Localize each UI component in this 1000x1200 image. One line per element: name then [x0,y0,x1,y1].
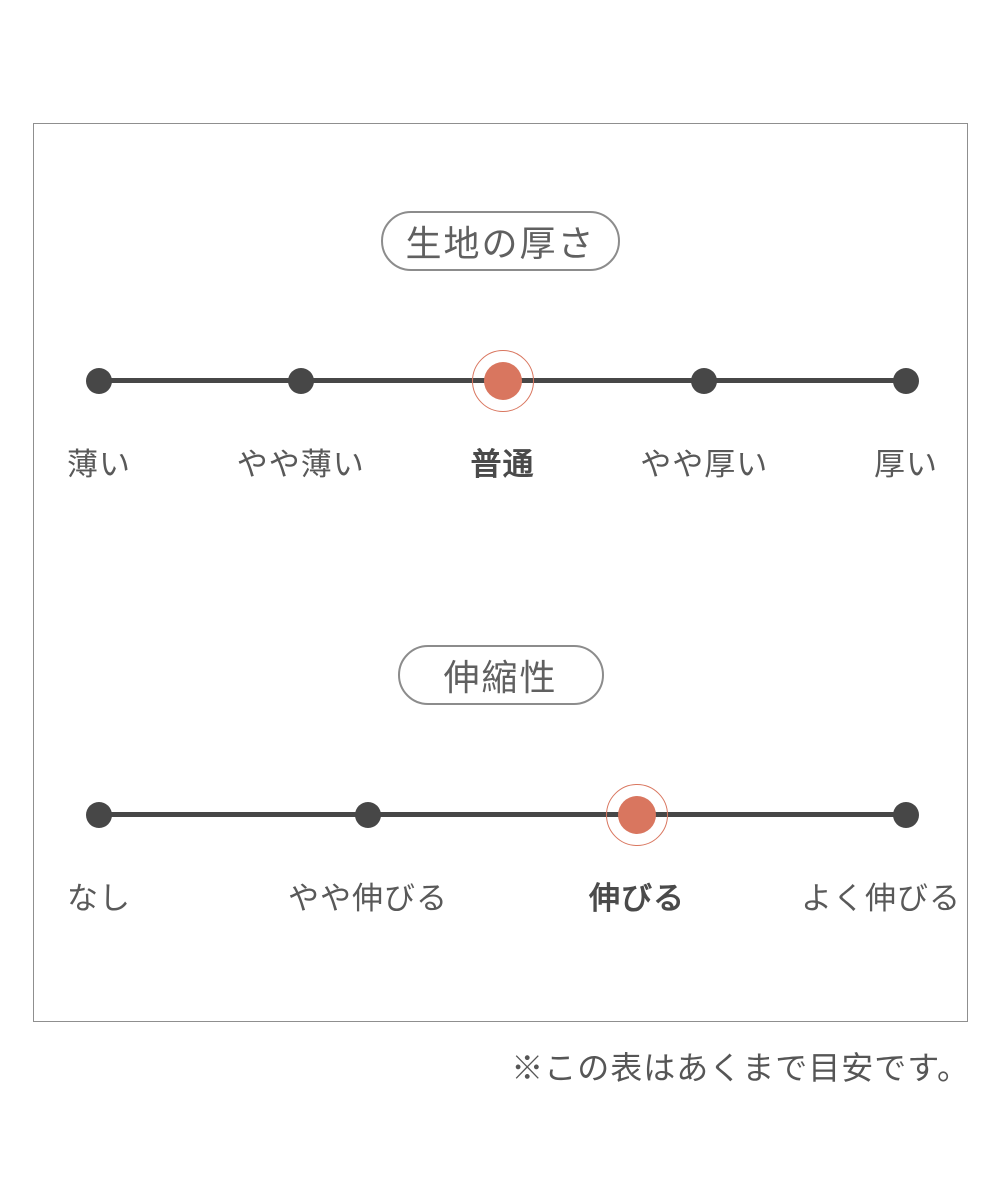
selected-marker-ring [605,783,668,846]
scale-title: 生地の厚さ [405,223,596,264]
scale-label: 厚い [874,447,938,482]
selected-dot [617,795,656,834]
scale-labels: なし やや伸びる 伸びる よく伸びる [67,873,960,917]
scale-label: 薄い [67,447,131,482]
scale-label: やや薄い [236,447,365,482]
scale-title: 伸縮性 [443,657,558,698]
scale-dot [287,367,314,394]
scale-title-pill-stretchability: 伸縮性 [397,645,604,705]
spec-panel: 生地の厚さ薄い やや薄い 普通 やや厚い 厚い伸縮性なし やや伸びる 伸びる よく伸びる [33,123,968,1022]
scale-dot [354,801,381,828]
scale-label: やや伸びる [288,881,448,916]
scale-line [86,349,919,412]
selected-marker-ring [471,349,534,412]
scale-label: なし [67,881,131,916]
selected-dot [483,361,522,400]
scale-title-pill-fabric-thickness: 生地の厚さ [381,211,620,271]
scale-dot [86,801,112,828]
scale-line [86,783,919,846]
scale-dot [86,367,112,394]
scale-labels: 薄い やや薄い 普通 やや厚い 厚い [67,439,937,483]
scale-section-fabric-thickness: 生地の厚さ薄い やや薄い 普通 やや厚い 厚い [34,211,967,483]
scale-label: 伸びる [589,881,685,916]
scale-label: よく伸びる [801,881,961,916]
footer-note: ※この表はあくまで目安です。 [511,1050,970,1086]
scale-section-stretchability: 伸縮性なし やや伸びる 伸びる よく伸びる [34,645,967,917]
scale-label: やや厚い [640,447,769,482]
scale-dot [691,367,718,394]
scale-dot [893,801,919,828]
scale-label: 普通 [470,447,535,482]
scale-dot [893,367,919,394]
